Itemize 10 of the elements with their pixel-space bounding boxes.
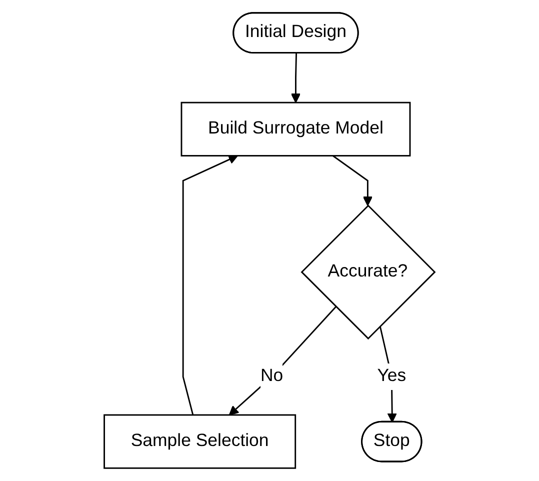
edge-label: No	[260, 366, 284, 386]
arrow	[332, 155, 373, 206]
terminal-oval: Initial Design	[232, 12, 359, 54]
arrow	[182, 154, 238, 416]
process-box: Build Surrogate Model	[180, 102, 411, 156]
decision-diamond: Accurate?	[300, 204, 436, 340]
arrow	[290, 53, 301, 104]
process-box: Sample Selection	[104, 414, 296, 469]
terminal-oval: Stop	[361, 420, 422, 462]
edge-label: Yes	[377, 366, 406, 386]
